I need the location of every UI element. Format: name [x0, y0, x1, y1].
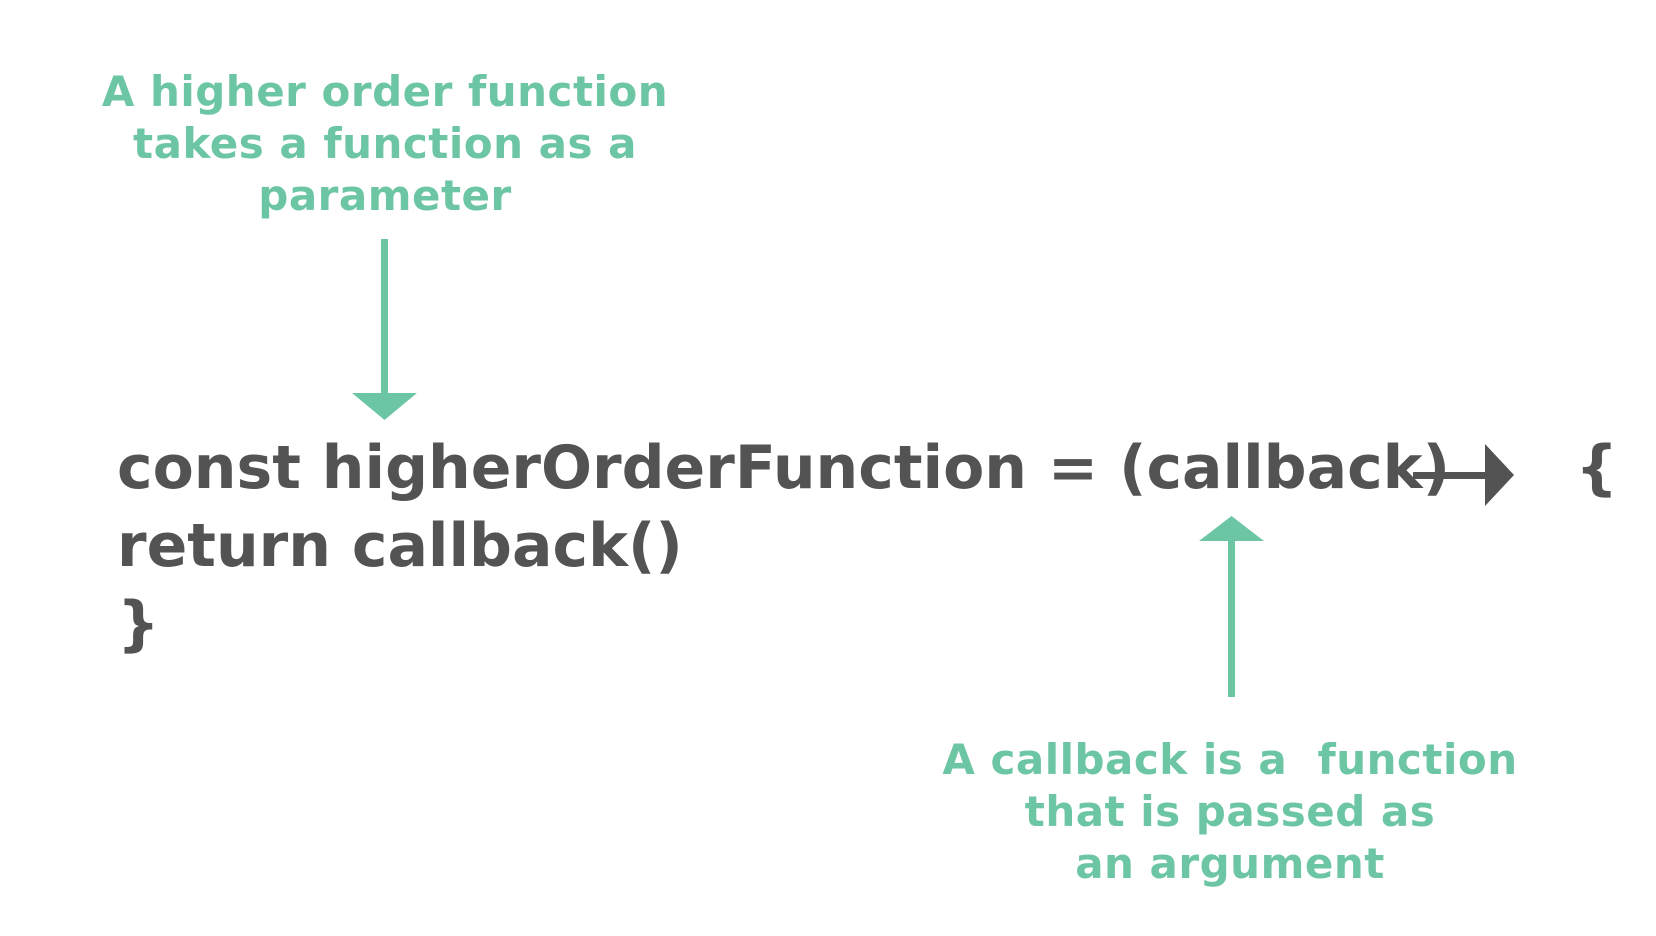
annotation-line: A callback is a function — [942, 735, 1518, 784]
code-declaration-text: const higherOrderFunction = (callback) — [117, 433, 1451, 503]
annotation-line: that is passed as — [1024, 787, 1436, 836]
code-line-close: } — [117, 589, 160, 659]
arrow-spacer — [1450, 433, 1575, 503]
higher-order-function-annotation: A higher order function takes a function… — [70, 66, 700, 222]
arrow-up-icon — [1199, 516, 1264, 697]
annotation-line: parameter — [258, 171, 512, 220]
callback-annotation: A callback is a function that is passed … — [920, 734, 1540, 890]
code-open-brace: { — [1575, 433, 1619, 503]
annotation-line: A higher order function — [101, 67, 669, 116]
code-line-return: return callback() — [117, 511, 683, 581]
annotation-line: an argument — [1075, 839, 1385, 888]
code-line-declaration: const higherOrderFunction = (callback) { — [117, 430, 1618, 506]
arrow-down-icon — [352, 239, 417, 420]
annotation-line: takes a function as a — [133, 119, 637, 168]
